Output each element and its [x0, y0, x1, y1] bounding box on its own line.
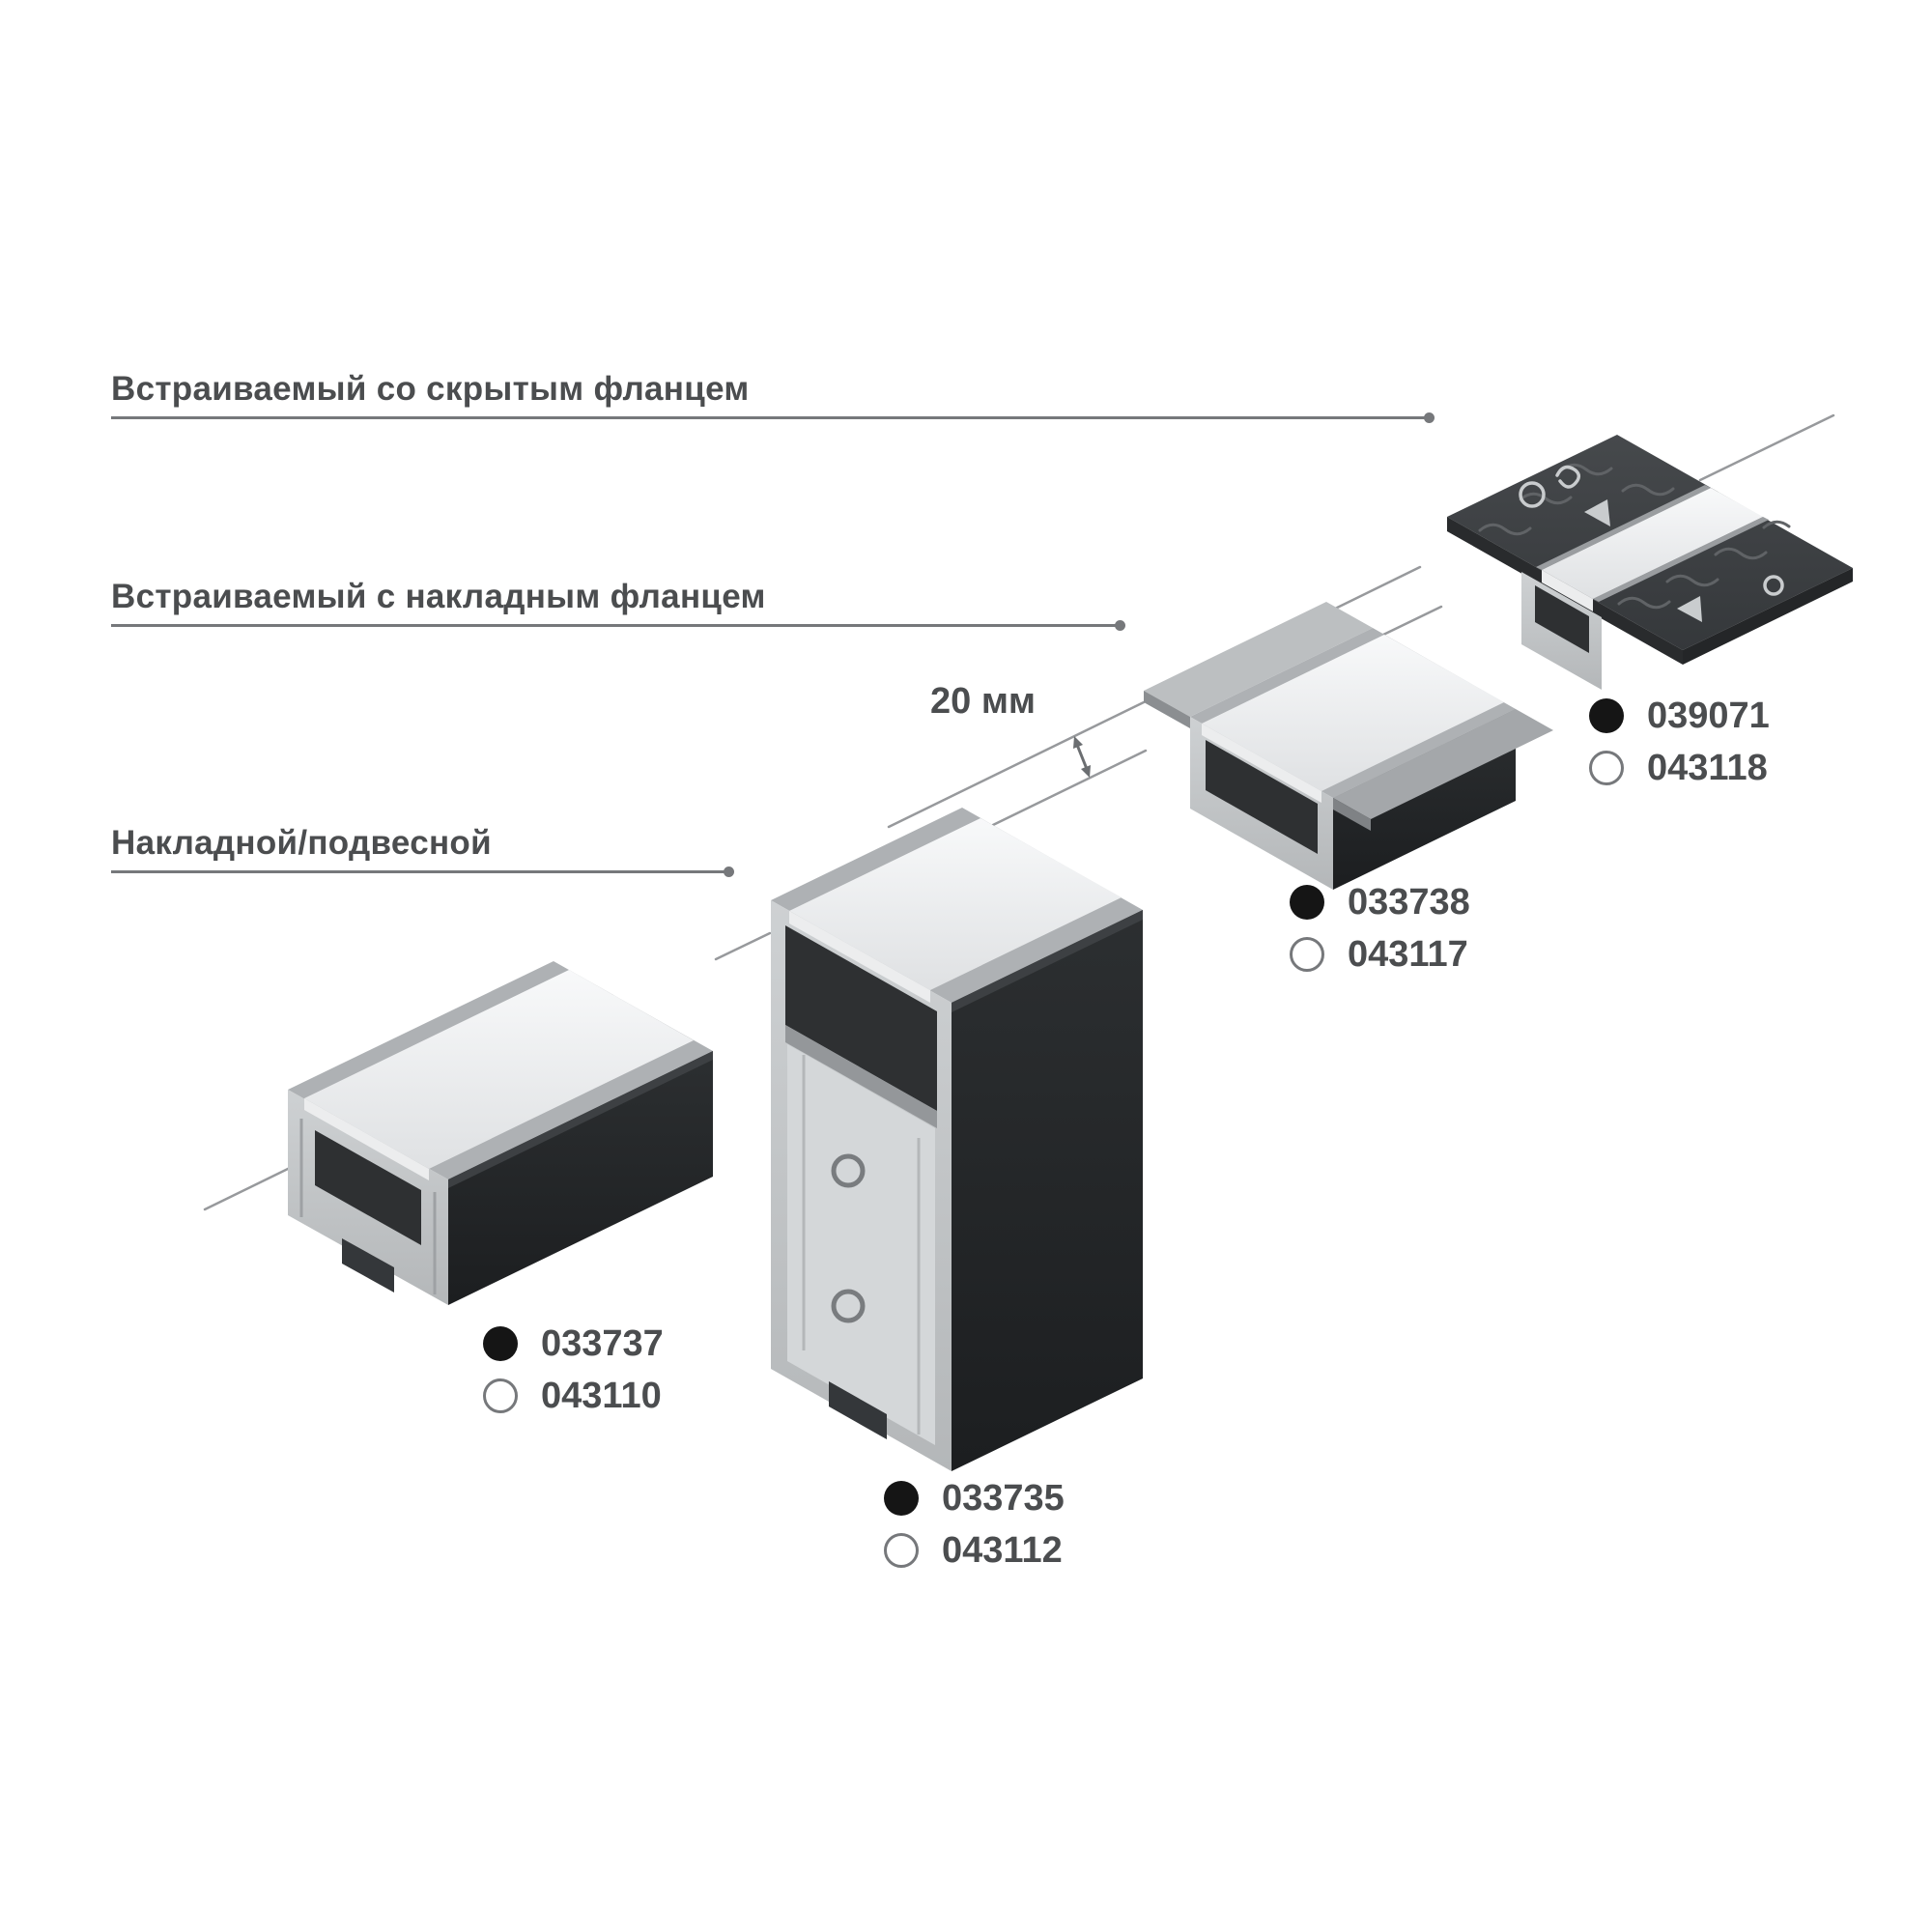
black-variant-icon [483, 1326, 518, 1361]
ceiling-guide-line [203, 413, 1835, 1211]
black-variant-icon [1589, 698, 1624, 733]
dimension-arrow [1073, 736, 1091, 778]
profile-surface-mount [288, 961, 713, 1305]
side-edge-highlight [952, 910, 1143, 1012]
code-row-white: 043118 [1589, 750, 1770, 786]
profile-recessed-flange [1144, 602, 1553, 890]
black-variant-icon [1290, 885, 1324, 920]
black-variant-icon [884, 1481, 919, 1516]
code-row-white: 043110 [483, 1378, 664, 1414]
code-value: 043118 [1647, 748, 1768, 788]
label-hidden-flange: Встраиваемый со скрытым фланцем [111, 370, 750, 408]
diffuser-cut [1542, 570, 1593, 611]
panel-texture [1478, 463, 1791, 622]
profile-suspended-tall [771, 808, 1143, 1471]
code-value: 033735 [942, 1478, 1065, 1519]
leader-line-hidden-flange [111, 412, 1435, 423]
code-row-black: 039071 [1589, 697, 1770, 734]
diffuser-top [1202, 635, 1504, 791]
diffuser-top [789, 818, 1122, 990]
mount-slot [342, 1238, 394, 1293]
code-value: 033737 [541, 1323, 664, 1364]
profile-hidden-flange [1447, 435, 1853, 690]
diffuser-cut [789, 911, 930, 1003]
code-value: 043117 [1348, 934, 1468, 975]
body-side [952, 910, 1143, 1471]
product-codes-hidden-flange: 039071 043118 [1589, 697, 1770, 786]
diffuser-cut [1202, 724, 1321, 803]
led-channel [315, 1130, 421, 1245]
product-codes-recessed-flange: 033738 043117 [1290, 884, 1470, 973]
code-value: 033738 [1348, 882, 1470, 923]
flange-right [1333, 709, 1553, 819]
leader-dot [1424, 412, 1435, 423]
screw-boss [831, 1153, 866, 1188]
leader-dot [1115, 620, 1125, 631]
label-surface-mount: Накладной/подвесной [111, 824, 492, 862]
diffuser-strip [1542, 488, 1763, 599]
body-side [448, 1051, 713, 1305]
flange-left [1144, 602, 1373, 717]
code-row-black: 033735 [884, 1480, 1065, 1517]
flange-left-edge [1144, 691, 1190, 728]
leader-line-surface-mount [111, 867, 734, 877]
panel-right-edge [1683, 568, 1853, 665]
product-codes-suspended-tall: 033735 043112 [884, 1480, 1065, 1569]
strip-rim-right [1593, 517, 1769, 602]
white-variant-icon [483, 1378, 518, 1413]
white-variant-icon [1290, 937, 1324, 972]
code-value: 039071 [1647, 696, 1770, 736]
mount-slot [829, 1381, 887, 1439]
code-row-black: 033737 [483, 1325, 664, 1362]
leader-dot [724, 867, 734, 877]
inner-cavity [787, 1044, 935, 1445]
diffuser-cut [304, 1098, 429, 1180]
code-row-black: 033738 [1290, 884, 1470, 921]
side-edge-highlight [448, 1051, 713, 1188]
product-codes-surface-mount: 033737 043110 [483, 1325, 664, 1414]
dimension-label: 20 мм [930, 681, 1037, 722]
flange-right-edge [1333, 798, 1371, 831]
diffuser-top [304, 970, 694, 1169]
screw-boss [831, 1289, 866, 1323]
white-variant-icon [884, 1533, 919, 1568]
code-row-white: 043112 [884, 1532, 1065, 1569]
white-variant-icon [1589, 751, 1624, 785]
label-surface-flange: Встраиваемый с накладным фланцем [111, 578, 766, 615]
led-channel [1206, 740, 1318, 854]
code-value: 043112 [942, 1530, 1063, 1571]
led-channel [1535, 585, 1589, 653]
code-value: 043110 [541, 1376, 662, 1416]
code-row-white: 043117 [1290, 936, 1470, 973]
leader-line-surface-flange [111, 620, 1125, 631]
led-channel [785, 925, 937, 1111]
strip-rim-left [1536, 485, 1711, 570]
inner-shelf [785, 1025, 937, 1128]
